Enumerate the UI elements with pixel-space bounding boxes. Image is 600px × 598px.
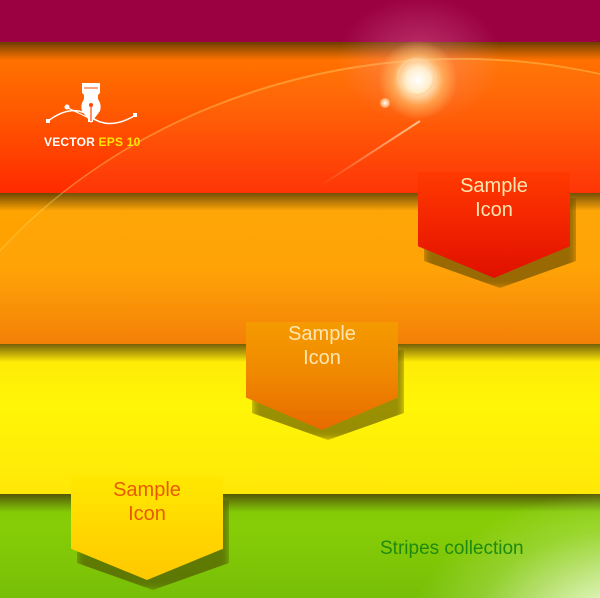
ribbon-label-line2: Icon xyxy=(128,503,166,525)
flare-dot xyxy=(380,98,390,108)
logo-text: VECTOR EPS 10 xyxy=(44,135,140,149)
band-shadow xyxy=(0,42,600,60)
ribbon-label-line2: Icon xyxy=(475,199,513,221)
pen-nib-icon xyxy=(46,83,137,125)
logo-word-vector: VECTOR xyxy=(44,135,95,149)
caption-stripes-collection: Stripes collection xyxy=(380,538,524,559)
ribbon-label-line1: Sample xyxy=(460,175,528,197)
flare-ring xyxy=(397,58,435,96)
light-glow xyxy=(420,494,600,598)
ribbon-label-line1: Sample xyxy=(113,479,181,501)
band-red-orange xyxy=(0,42,600,194)
ribbon-label-line2: Icon xyxy=(303,347,341,369)
band-magenta xyxy=(0,0,600,42)
logo-word-eps: EPS 10 xyxy=(98,135,141,149)
ribbon-label-line1: Sample xyxy=(288,323,356,345)
